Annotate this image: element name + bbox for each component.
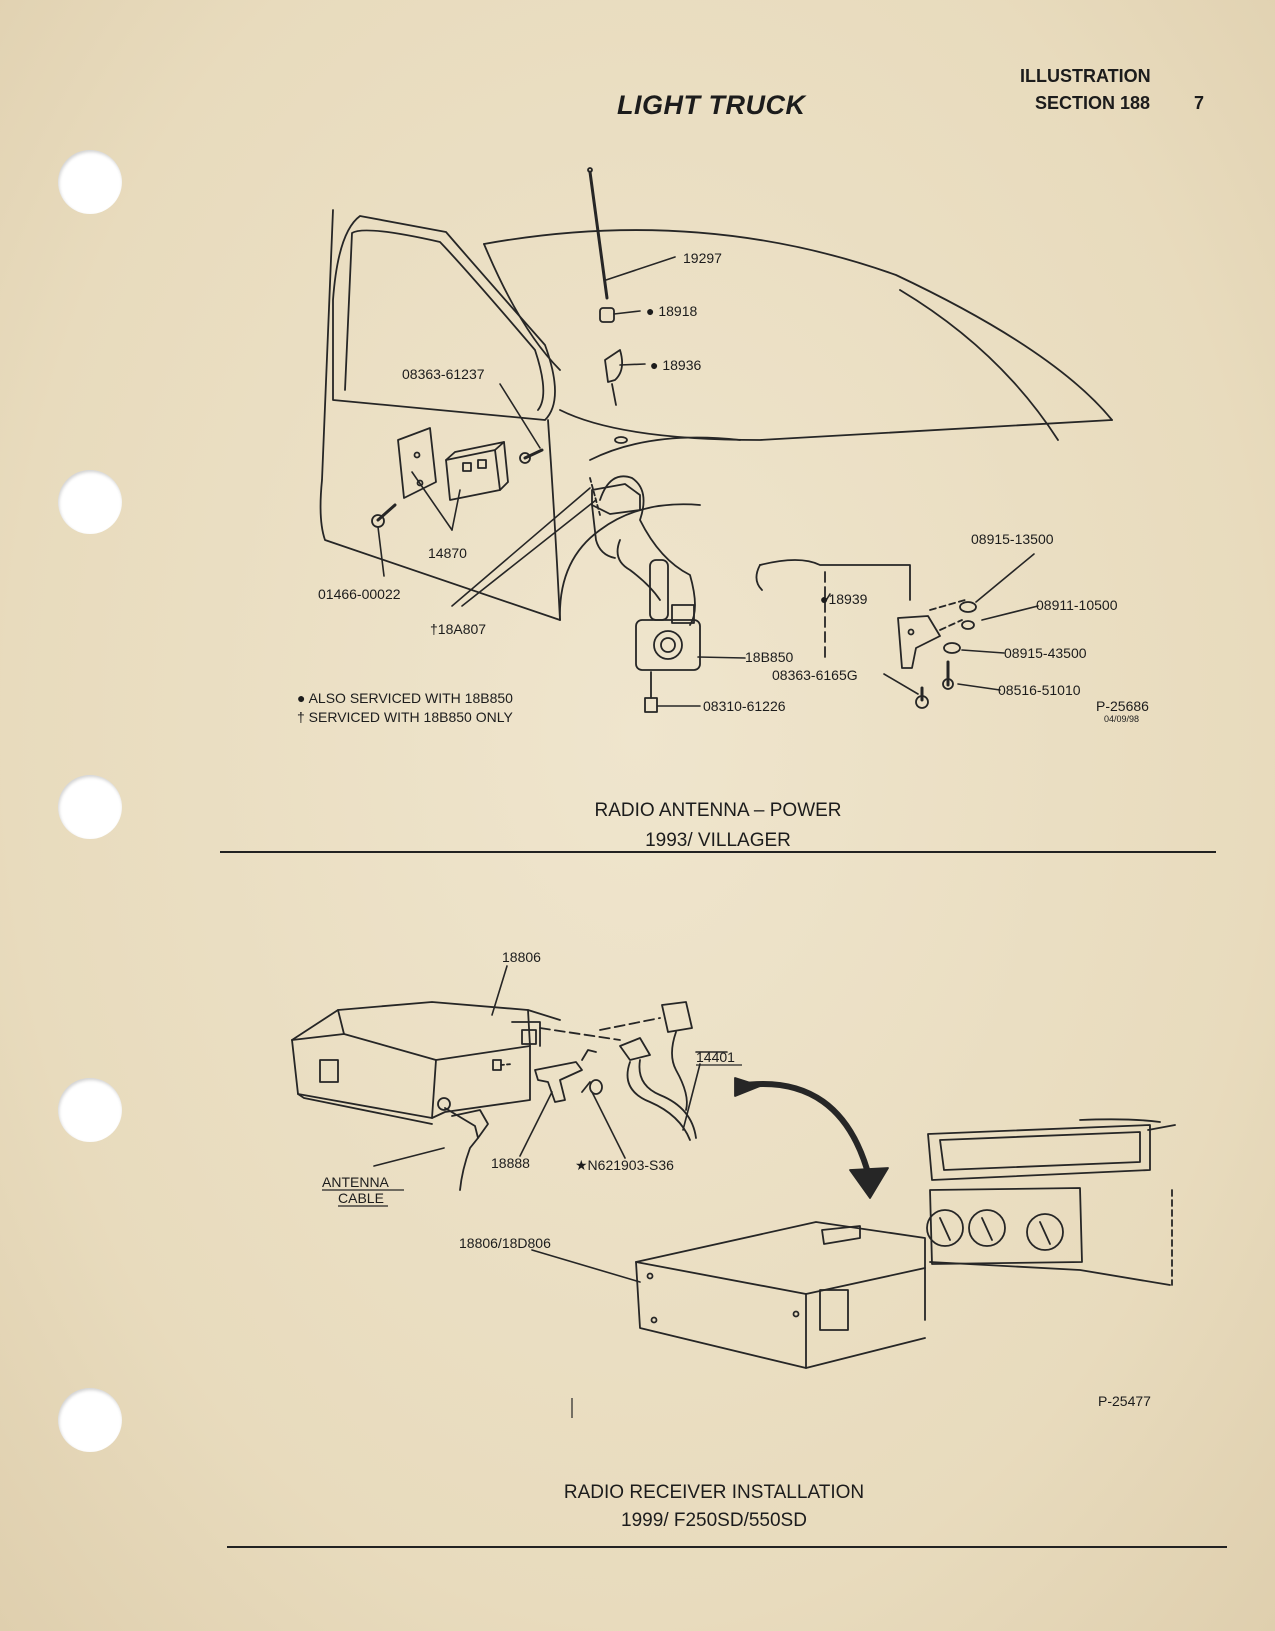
figure2-caption-title: RADIO RECEIVER INSTALLATION: [563, 1482, 865, 1503]
label-n621903-s36: ★N621903-S36: [575, 1157, 674, 1173]
label-01466-00022: 01466-00022: [318, 586, 401, 602]
label-08363-6165g: 08363-6165G: [772, 667, 858, 683]
label-cable: CABLE: [338, 1190, 384, 1206]
binder-hole: [58, 775, 122, 839]
label-08516-51010: 08516-51010: [998, 682, 1081, 698]
figure1-caption-subtitle: 1993/ VILLAGER: [645, 830, 791, 851]
label-18806-18d806: 18806/18D806: [459, 1235, 551, 1251]
header-section: SECTION 188: [1035, 93, 1151, 113]
label-18936: ● 18936: [650, 357, 701, 373]
label-14870: 14870: [428, 545, 467, 561]
binder-hole: [58, 470, 122, 534]
section-divider: [227, 1546, 1227, 1548]
label-08915-13500: 08915-13500: [971, 531, 1054, 547]
page-title: LIGHT TRUCK: [617, 90, 806, 120]
figure1-caption-title: RADIO ANTENNA – POWER: [594, 800, 842, 821]
label-19297: 19297: [683, 250, 722, 266]
label-18b850: 18B850: [745, 649, 793, 665]
binder-hole: [58, 1078, 122, 1142]
label-08310-61226: 08310-61226: [703, 698, 786, 714]
vehicle-body-drawing: [319, 167, 1113, 713]
label-18918: ● 18918: [646, 303, 697, 319]
note-also-serviced: ● ALSO SERVICED WITH 18B850: [297, 690, 513, 706]
figure1-ref: P-25686: [1096, 698, 1149, 714]
label-antenna: ANTENNA: [322, 1174, 390, 1190]
figure2-ref: P-25477: [1098, 1393, 1151, 1409]
binder-hole: [58, 150, 122, 214]
binder-hole: [58, 1388, 122, 1452]
label-18888: 18888: [491, 1155, 530, 1171]
label-18a807: †18A807: [430, 621, 486, 637]
page-number: 7: [1194, 93, 1205, 113]
label-14401: 14401: [696, 1049, 735, 1065]
header-illustration: ILLUSTRATION: [1020, 66, 1151, 86]
label-08911-10500: 08911-10500: [1036, 597, 1118, 613]
radio-receiver-drawing: [291, 1001, 1176, 1369]
note-serviced-only: † SERVICED WITH 18B850 ONLY: [297, 709, 513, 725]
section-divider: [220, 851, 1216, 853]
figure2-caption-subtitle: 1999/ F250SD/550SD: [621, 1510, 807, 1531]
figure1-date: 04/09/98: [1104, 714, 1139, 724]
label-18806: 18806: [502, 949, 541, 965]
label-08363-61237: 08363-61237: [402, 366, 485, 382]
label-08915-43500: 08915-43500: [1004, 645, 1087, 661]
label-18939: ●18939: [820, 591, 868, 607]
